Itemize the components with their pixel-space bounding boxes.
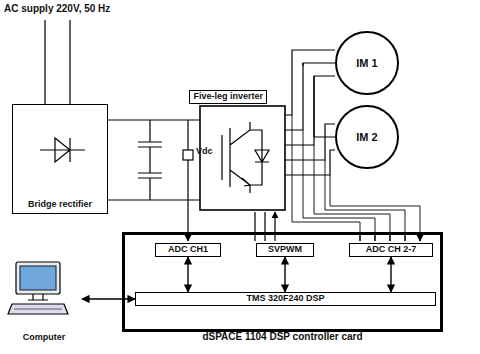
annotation-label: AC supply 220V, 50 Hz	[4, 3, 110, 14]
motor-circle: IM 1	[335, 31, 399, 95]
rectifier-box: Bridge rectifier	[12, 104, 108, 214]
node-text: dSPACE 1104 DSP controller card	[202, 331, 362, 342]
motor-circle: IM 2	[335, 105, 399, 169]
computer-icon: Computer	[6, 258, 82, 346]
controller-card: dSPACE 1104 DSP controller cardADC CH1SV…	[122, 232, 443, 332]
bus-arrow	[187, 257, 188, 292]
inverter-label-box: Five-leg inverter	[189, 90, 267, 104]
adc-box: ADC CH1	[155, 243, 221, 257]
node-text: ADC CH 2-7	[366, 245, 417, 255]
annotation-label: Vdc	[196, 146, 213, 156]
node-text: SVPWM	[268, 245, 302, 255]
pwm-box: SVPWM	[256, 243, 314, 257]
node-text: Computer	[23, 333, 66, 343]
dsp-box: TMS 320F240 DSP	[135, 292, 436, 306]
bus-arrow	[284, 257, 285, 292]
node-text: ADC CH1	[168, 245, 208, 255]
bus-arrow	[82, 298, 135, 299]
node-text: IM 1	[356, 57, 377, 69]
bus-arrow	[390, 257, 391, 292]
node-text: Five-leg inverter	[193, 92, 263, 102]
node-text: IM 2	[356, 131, 377, 143]
node-text: Bridge rectifier	[28, 200, 92, 210]
adc-box: ADC CH 2-7	[349, 243, 433, 257]
node-text: TMS 320F240 DSP	[246, 294, 324, 304]
